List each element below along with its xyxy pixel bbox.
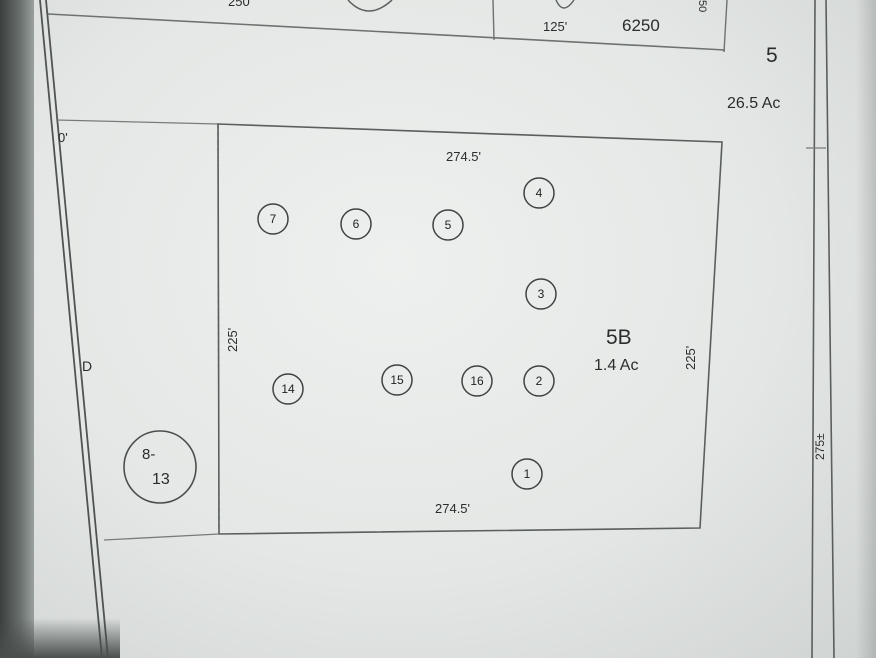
top-strip-area: 6250 bbox=[622, 16, 660, 35]
left-boundary-inner bbox=[45, 0, 109, 658]
top-strip-divider bbox=[492, 0, 495, 41]
lot-marker-circle-16 bbox=[461, 365, 493, 397]
parcel-5b-dim-right: 225' bbox=[683, 345, 698, 370]
lot-marker-circle-14 bbox=[272, 373, 304, 405]
lot-marker-16: 16 bbox=[470, 374, 484, 388]
left-marker: D bbox=[82, 358, 93, 374]
lot-marker-circle-7 bbox=[257, 203, 289, 235]
lot-marker-circle-5 bbox=[432, 209, 464, 241]
screen-shadow-right bbox=[856, 0, 876, 658]
parcel-5-area: 26.5 Ac bbox=[727, 95, 781, 112]
lot-marker-14: 14 bbox=[281, 382, 295, 396]
parcel-5b-dim-bottom: 274.5' bbox=[435, 501, 471, 516]
right-boundary-inner bbox=[825, 0, 835, 658]
monitor-bezel-bottom bbox=[0, 618, 120, 658]
lot-marker-circle-2 bbox=[523, 365, 555, 397]
lot-marker-circle-6 bbox=[340, 208, 372, 240]
parcel-5b-id: 5B bbox=[606, 326, 632, 349]
top-strip-edge-dim: 50 bbox=[696, 0, 708, 13]
lot-marker-circle-4 bbox=[523, 177, 555, 209]
parcel-5-number: 5 bbox=[766, 44, 778, 67]
lot-marker-5: 5 bbox=[444, 218, 452, 232]
lot-marker-1: 1 bbox=[523, 467, 531, 481]
parcel-5b-outline bbox=[217, 123, 723, 535]
parcel-5b-area: 1.4 Ac bbox=[594, 357, 639, 374]
top-strip-dim-right: 125' bbox=[543, 19, 568, 34]
lot-marker-circle-15 bbox=[381, 364, 413, 396]
lot-marker-4: 4 bbox=[535, 186, 543, 200]
top-strip-dim-left: 250' bbox=[228, 0, 253, 9]
lot-8-13-circle bbox=[123, 430, 197, 504]
right-edge-dim: 275± bbox=[813, 433, 827, 460]
top-strip-small-arc bbox=[555, 0, 575, 9]
parcel-5b-dim-left: 225' bbox=[225, 327, 240, 352]
top-strip-edge bbox=[47, 13, 726, 51]
lot-marker-3: 3 bbox=[537, 287, 545, 301]
monitor-bezel-left bbox=[0, 0, 34, 658]
lot-marker-2: 2 bbox=[535, 374, 543, 388]
top-strip-right-edge bbox=[723, 0, 728, 53]
lot-marker-circle-3 bbox=[525, 278, 557, 310]
row-bottom-line-left bbox=[103, 533, 220, 541]
top-strip-circle-arc bbox=[347, 0, 393, 12]
lot-marker-7: 7 bbox=[269, 212, 277, 226]
lot-marker-15: 15 bbox=[390, 373, 404, 387]
lot-marker-circle-1 bbox=[511, 458, 543, 490]
left-boundary-outer bbox=[39, 0, 103, 658]
row-top-line-left bbox=[55, 119, 219, 125]
lot-8-13-line1: 8- bbox=[142, 446, 156, 463]
lot-marker-6: 6 bbox=[352, 217, 360, 231]
left-edge-dim: 0' bbox=[58, 130, 68, 145]
lot-8-13-line2: 13 bbox=[152, 471, 170, 488]
right-boundary-outer bbox=[811, 0, 816, 658]
parcel-5b-dim-top: 274.5' bbox=[446, 149, 482, 164]
